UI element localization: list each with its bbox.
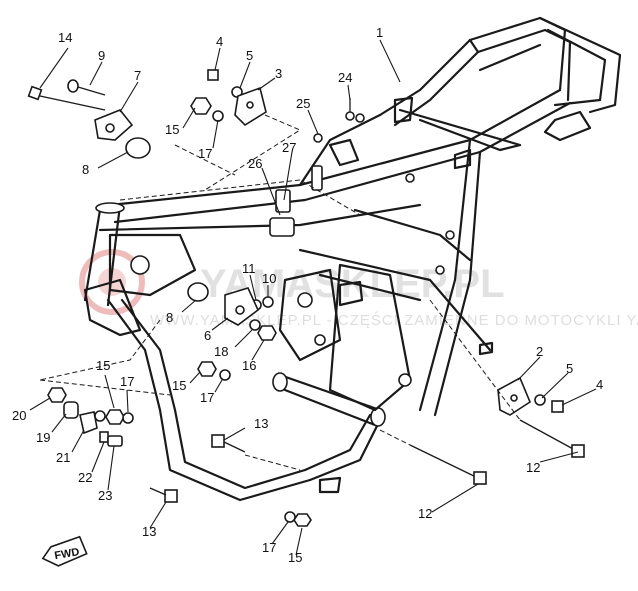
callout-15-left: 15 [96, 358, 110, 373]
callout-15-bottom: 15 [288, 550, 302, 565]
callout-23: 23 [98, 488, 112, 503]
fwd-label: FWD [54, 546, 81, 562]
callout-9: 9 [98, 48, 105, 63]
callout-8-top: 8 [82, 162, 89, 177]
callout-7: 7 [134, 68, 141, 83]
callout-5-top: 5 [246, 48, 253, 63]
callout-24: 24 [338, 70, 352, 85]
callout-3: 3 [275, 66, 282, 81]
callout-25: 25 [296, 96, 310, 111]
assembly-lines [39, 114, 521, 471]
callout-16: 16 [242, 358, 256, 373]
callout-12-bottom: 12 [418, 506, 432, 521]
callout-4-right: 4 [596, 377, 603, 392]
callout-15-middle: 15 [172, 378, 186, 393]
callout-2: 2 [536, 344, 543, 359]
callout-15-top: 15 [165, 122, 179, 137]
callout-17-middle: 17 [200, 390, 214, 405]
callout-17-bottom: 17 [262, 540, 276, 555]
callout-14: 14 [58, 30, 72, 45]
callout-21: 21 [56, 450, 70, 465]
callout-1: 1 [376, 25, 383, 40]
main-frame [83, 16, 622, 502]
callout-11: 11 [242, 261, 256, 276]
callout-12-right: 12 [526, 460, 540, 475]
callout-8-middle: 8 [166, 310, 173, 325]
callout-19: 19 [36, 430, 50, 445]
callout-17-top: 17 [198, 146, 212, 161]
callout-labels: 1 2 3 4 4 5 5 6 7 8 8 9 10 11 12 12 13 1… [12, 25, 603, 565]
callout-5-right: 5 [566, 361, 573, 376]
callout-13-middle: 13 [254, 416, 268, 431]
callout-4-top: 4 [216, 34, 223, 49]
callout-18: 18 [214, 344, 228, 359]
forward-direction-marker: FWD [41, 535, 88, 567]
leader-lines [29, 39, 597, 556]
callout-10: 10 [262, 271, 276, 286]
loose-parts [27, 69, 585, 527]
callout-27: 27 [282, 140, 296, 155]
callout-6: 6 [204, 328, 211, 343]
callout-26: 26 [248, 156, 262, 171]
callout-13-bottom: 13 [142, 524, 156, 539]
callout-20: 20 [12, 408, 26, 423]
callout-17-left: 17 [120, 374, 134, 389]
callout-22: 22 [78, 470, 92, 485]
watermark-subtext: WWW.YAMASKLEP.PL - CZĘŚCI ZAMIENNE DO MO… [150, 311, 638, 329]
watermark-logo [79, 249, 145, 315]
